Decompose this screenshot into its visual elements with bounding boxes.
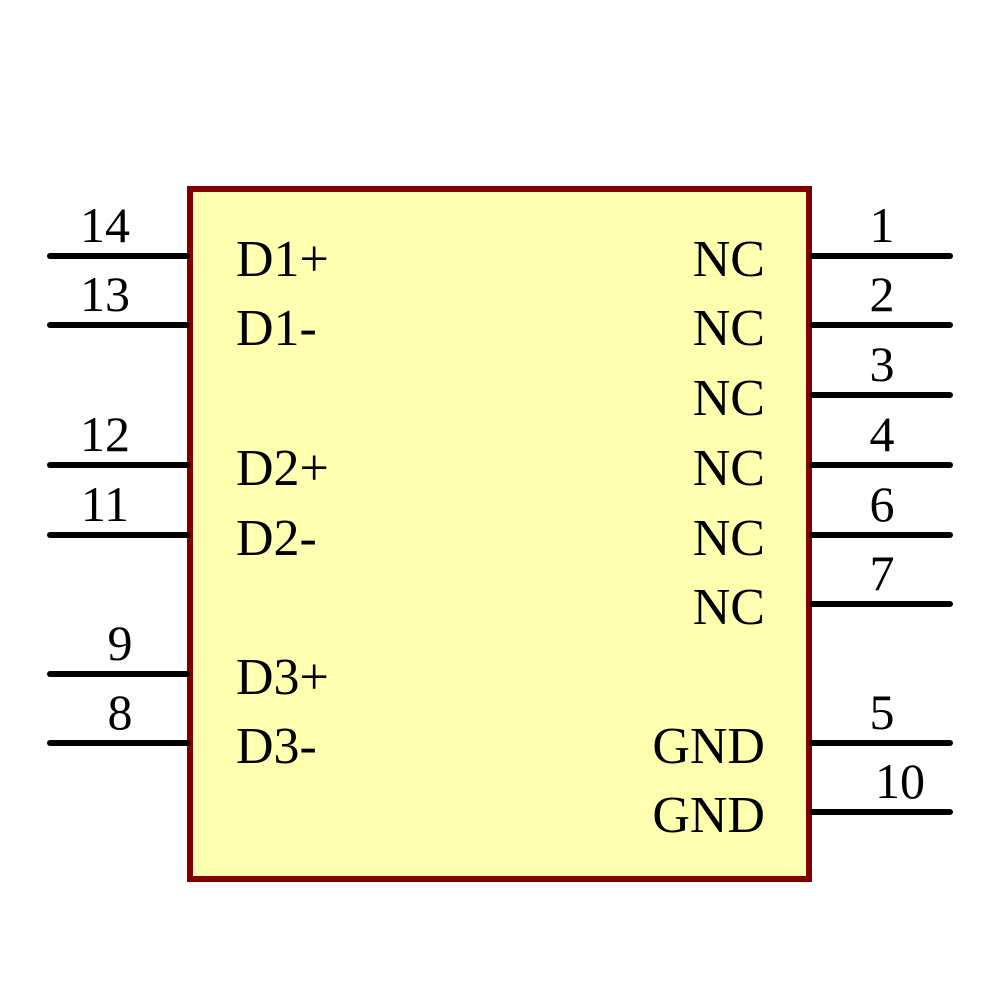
pin-name: GND [652,787,765,844]
pin-number: 1 [869,197,895,253]
pin-line[interactable] [809,740,953,746]
pin-name: D1- [236,300,317,357]
pin-name: NC [692,440,765,497]
pin-name: D2+ [236,440,329,497]
pin-number: 3 [869,336,895,392]
pin-number: 11 [80,476,130,532]
pin-line[interactable] [809,392,953,398]
pin-line[interactable] [809,532,953,538]
pin-line[interactable] [47,253,190,259]
pin-name: NC [692,370,765,427]
pin-line[interactable] [809,462,953,468]
pin-line[interactable] [47,322,190,328]
pin-line[interactable] [809,253,953,259]
pin-name: NC [692,579,765,636]
component-body[interactable] [187,186,812,882]
pin-number: 4 [869,406,895,462]
pin-name: GND [652,718,765,775]
pin-number: 9 [107,615,133,671]
pin-name: NC [692,300,765,357]
pin-number: 7 [869,545,895,601]
pin-line[interactable] [47,740,190,746]
pin-name: NC [692,231,765,288]
pin-name: D3+ [236,649,329,706]
pin-line[interactable] [47,462,190,468]
pin-number: 8 [107,684,133,740]
pin-line[interactable] [47,671,190,677]
pin-number: 6 [869,476,895,532]
pin-number: 10 [875,753,925,809]
pin-line[interactable] [809,809,953,815]
pin-number: 2 [869,266,895,322]
pin-name: D3- [236,718,317,775]
pin-name: NC [692,510,765,567]
pin-number: 5 [869,684,895,740]
pin-line[interactable] [47,532,190,538]
pin-name: D1+ [236,231,329,288]
pin-number: 13 [80,266,130,322]
pin-line[interactable] [809,601,953,607]
pin-name: D2- [236,510,317,567]
pin-number: 12 [80,406,130,462]
pin-number: 14 [80,197,130,253]
pin-line[interactable] [809,322,953,328]
